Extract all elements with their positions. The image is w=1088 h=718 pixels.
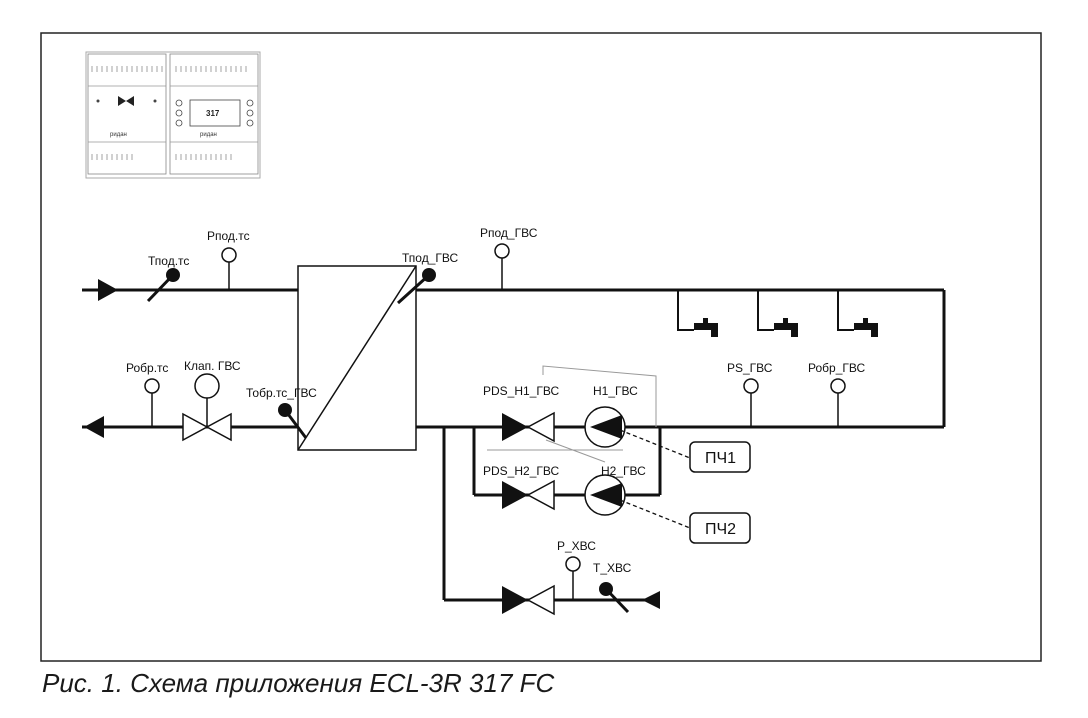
controller-brand-left: ридан xyxy=(110,132,127,138)
check-valve-icon xyxy=(502,411,555,443)
controller-display-value: 317 xyxy=(206,109,220,118)
diagram-frame xyxy=(40,32,1042,662)
label-t-obr-ts-gvs: Тобр.тс_ГВС xyxy=(246,386,317,400)
controller-button-icon xyxy=(246,119,254,127)
check-valve-icon xyxy=(502,584,555,616)
cold-water-inlet-arrow-icon xyxy=(642,591,660,609)
heat-exchanger xyxy=(297,265,417,451)
temperature-sensor-icon xyxy=(278,403,308,439)
water-tap-icon xyxy=(694,318,718,337)
label-p-pod-gvs: Рпод_ГВС xyxy=(480,226,538,240)
water-tap-icon xyxy=(854,318,878,337)
label-t-pod-gvs: Тпод_ГВС xyxy=(402,251,458,265)
pressure-gauge-icon xyxy=(494,243,510,290)
label-t-hvs: Т_ХВС xyxy=(593,561,632,575)
controller-button-icon xyxy=(175,109,183,117)
pressure-gauge-icon xyxy=(221,247,237,290)
dp-impulse-lines xyxy=(487,365,657,463)
controller-display xyxy=(189,99,241,127)
controller-valve-icon xyxy=(118,96,134,106)
label-p-obr-ts: Робр.тс xyxy=(126,361,168,375)
label-t-pod-ts: Тпод.тс xyxy=(148,254,189,268)
frequency-converter-2: ПЧ2 xyxy=(689,512,751,544)
inlet-arrow-icon xyxy=(98,279,118,301)
controller-button-icon xyxy=(246,109,254,117)
return-arrow-icon xyxy=(84,416,104,438)
label-h2: Н2_ГВС xyxy=(601,464,646,478)
pump-h1-icon xyxy=(584,406,626,448)
label-h1: Н1_ГВС xyxy=(593,384,638,398)
label-ps-gvs: PS_ГВС xyxy=(727,361,773,375)
label-p-obr-gvs: Робр_ГВС xyxy=(808,361,865,375)
label-pds-h1: PDS_H1_ГВС xyxy=(483,384,559,398)
check-valve-icon xyxy=(502,479,555,511)
controller-button-icon xyxy=(175,119,183,127)
controller-button-icon xyxy=(175,99,183,107)
pressure-gauge-icon xyxy=(144,378,160,427)
frequency-converter-1-label: ПЧ1 xyxy=(705,450,736,467)
temperature-sensor-icon xyxy=(599,582,630,614)
temperature-sensor-icon xyxy=(396,268,436,305)
label-p-pod-ts: Рпод.тс xyxy=(207,229,250,243)
pressure-gauge-icon xyxy=(565,556,581,600)
control-valve-icon xyxy=(182,373,232,442)
frequency-converter-2-label: ПЧ2 xyxy=(705,521,736,538)
pressure-gauge-icon xyxy=(743,378,759,427)
controller-thumbnail: ридан 317 ридан xyxy=(85,51,261,179)
controller-button-icon xyxy=(246,99,254,107)
frequency-converter-1: ПЧ1 xyxy=(689,441,751,473)
vfd-signal-lines xyxy=(619,429,691,529)
pressure-gauge-icon xyxy=(830,378,846,427)
water-tap-icon xyxy=(774,318,798,337)
label-klap-gvs: Клап. ГВС xyxy=(184,359,241,373)
temperature-sensor-icon xyxy=(146,268,180,303)
label-p-hvs: Р_ХВС xyxy=(557,539,596,553)
pump-h2-icon xyxy=(584,474,626,516)
figure-caption: Рис. 1. Схема приложения ECL-3R 317 FC xyxy=(42,668,555,698)
controller-brand-right: ридан xyxy=(200,132,217,138)
label-pds-h2: PDS_H2_ГВС xyxy=(483,464,559,478)
pipes xyxy=(82,288,946,602)
